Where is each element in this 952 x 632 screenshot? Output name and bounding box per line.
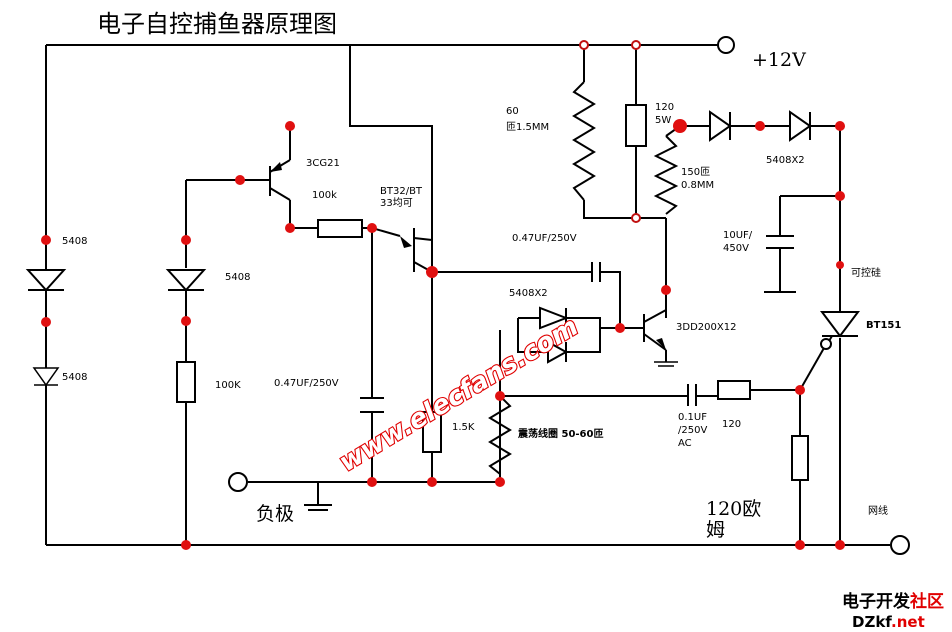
junction-dots: [41, 119, 845, 550]
label-resistor-120-line1: 120: [655, 102, 674, 113]
diode-left-bottom: [32, 367, 60, 387]
site-logo: 电子开发社区 DZkf.net: [842, 591, 944, 631]
label-capacitor-01-line2: /250V: [678, 425, 707, 436]
label-capacitor-01-line1: 0.1UF: [678, 412, 707, 423]
resistor-100k-vertical: [176, 361, 196, 403]
diode-left-top: [25, 269, 67, 292]
capacitor-047-right: [591, 262, 601, 282]
label-resistor-100k: 100k: [312, 190, 337, 201]
label-capacitor-10uf-line1: 10UF/: [723, 230, 753, 241]
terminal-negative: [228, 472, 248, 492]
resistor-1-5k: [422, 411, 442, 453]
terminal-plus-12v: [717, 36, 735, 54]
logo-line2-a: DZkf: [852, 613, 892, 631]
label-negative: 负极: [256, 503, 294, 525]
label-coil-150-line2: 0.8MM: [681, 180, 714, 191]
label-scr-model: BT151: [866, 320, 901, 331]
oscillation-coil: [488, 395, 512, 482]
ujt-bt32: [400, 228, 433, 273]
capacitor-10uf: [766, 235, 794, 249]
transistor-3cg21: [262, 159, 291, 201]
diagram-title: 电子自控捕鱼器原理图: [97, 10, 337, 38]
svg-text:电子开发社区: 电子开发社区: [842, 591, 944, 612]
label-transistor-3cg21: 3CG21: [306, 158, 340, 169]
label-oscillation-coil: 震荡线圈 50-60匝: [518, 427, 603, 440]
logo-line2-b: .net: [891, 613, 925, 631]
label-capacitor-01-line3: AC: [678, 438, 692, 449]
label-diode-pair-mid: 5408X2: [509, 288, 548, 299]
resistor-100k: [317, 219, 363, 238]
svg-text:DZkf.net: DZkf.net: [852, 613, 925, 631]
label-capacitor-10uf-line2: 450V: [723, 243, 749, 254]
diode-pair-top: [709, 110, 812, 142]
resistor-60-turn: [572, 81, 596, 201]
terminal-mains: [890, 535, 910, 555]
label-ujt-line2: 33均可: [380, 197, 413, 209]
ground-symbol-left: [304, 504, 332, 511]
label-diode-mid: 5408: [225, 272, 250, 283]
label-mains: 网线: [868, 504, 888, 517]
logo-line1-a: 电子开发: [842, 591, 911, 612]
label-resistor-1-5k: 1.5K: [452, 422, 475, 433]
diode-mid: [165, 269, 207, 292]
label-resistor-120-ohm-line2: 姆: [706, 519, 725, 541]
label-diode-left-top: 5408: [62, 236, 87, 247]
diode-pair-mid: [539, 306, 569, 364]
logo-line1-b: 社区: [909, 591, 944, 612]
label-capacitor-047-right: 0.47UF/250V: [512, 233, 577, 244]
resistor-120-small: [717, 380, 751, 400]
label-resistor-60-line1: 60: [506, 106, 519, 117]
label-scr-name: 可控硅: [851, 266, 881, 279]
resistor-120-ohm: [791, 435, 809, 481]
label-resistor-120-line2: 5W: [655, 115, 671, 126]
transistor-3dd200: [643, 309, 678, 367]
label-plus-12v: +12V: [752, 49, 806, 71]
resistor-120-5w: [625, 104, 647, 147]
label-resistor-60-line2: 匝1.5MM: [506, 121, 549, 133]
label-coil-150-line1: 150匝: [681, 166, 710, 178]
label-resistor-120-small: 120: [722, 419, 741, 430]
label-diode-left-bottom: 5408: [62, 372, 87, 383]
capacitor-047-left: [360, 397, 384, 413]
switch-contact: [820, 338, 832, 350]
label-capacitor-047-left: 0.47UF/250V: [274, 378, 339, 389]
capacitor-01uf: [687, 384, 697, 406]
label-diode-pair-top: 5408X2: [766, 155, 805, 166]
label-ujt-line1: BT32/BT: [380, 186, 423, 197]
wires: [45, 44, 890, 546]
label-resistor-100k-vertical: 100K: [215, 380, 241, 391]
label-resistor-120-ohm-line1: 120欧: [706, 498, 761, 520]
coil-150-turn: [653, 135, 679, 215]
label-transistor-3dd200: 3DD200X12: [676, 322, 736, 333]
